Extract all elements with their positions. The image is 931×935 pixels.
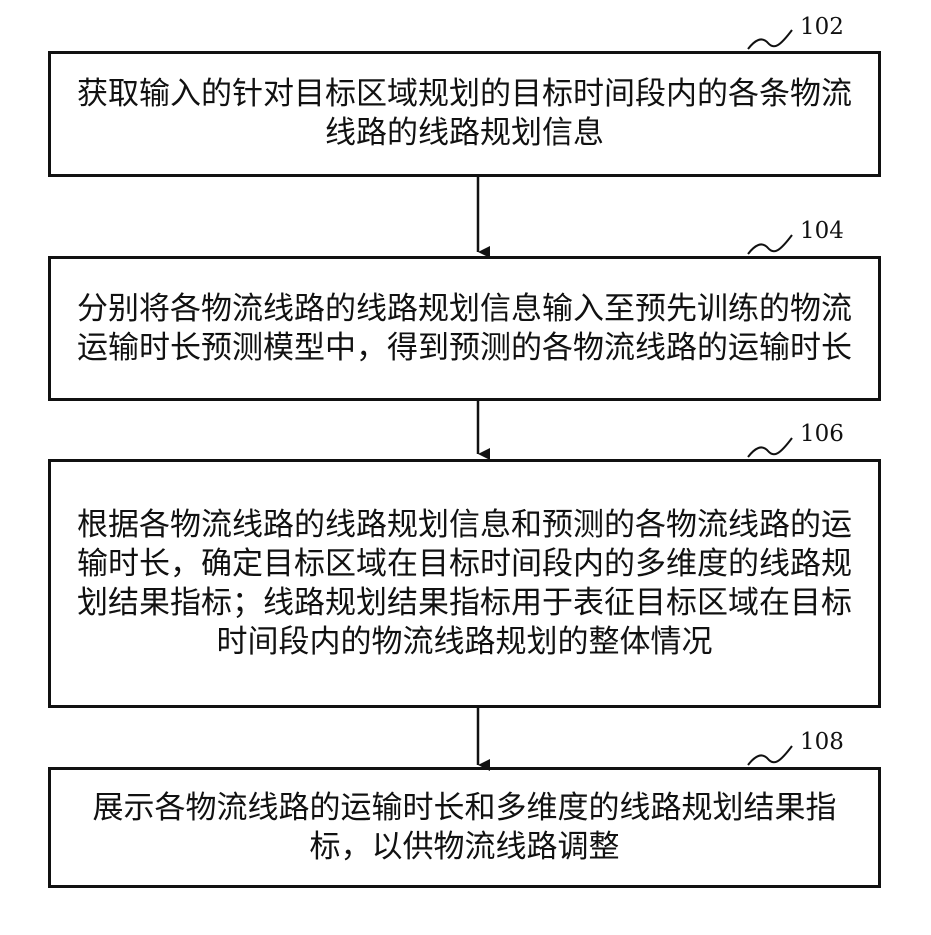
step-text-104: 分别将各物流线路的线路规划信息输入至预先训练的物流运输时长预测模型中，得到预测的… bbox=[69, 290, 860, 368]
leader-102 bbox=[748, 30, 792, 49]
step-label-106: 106 bbox=[800, 421, 844, 447]
step-box-106: 根据各物流线路的线路规划信息和预测的各物流线路的运输时长，确定目标区域在目标时间… bbox=[48, 459, 881, 708]
step-label-104: 104 bbox=[800, 218, 844, 244]
leader-108 bbox=[748, 746, 792, 765]
step-label-102: 102 bbox=[800, 14, 844, 40]
leader-104 bbox=[748, 235, 792, 254]
leader-106 bbox=[748, 438, 792, 457]
step-box-104: 分别将各物流线路的线路规划信息输入至预先训练的物流运输时长预测模型中，得到预测的… bbox=[48, 256, 881, 401]
step-text-102: 获取输入的针对目标区域规划的目标时间段内的各条物流线路的线路规划信息 bbox=[69, 75, 860, 153]
step-label-108: 108 bbox=[800, 729, 844, 755]
step-text-106: 根据各物流线路的线路规划信息和预测的各物流线路的运输时长，确定目标区域在目标时间… bbox=[69, 506, 860, 662]
step-box-108: 展示各物流线路的运输时长和多维度的线路规划结果指标，以供物流线路调整 bbox=[48, 767, 881, 888]
step-box-102: 获取输入的针对目标区域规划的目标时间段内的各条物流线路的线路规划信息 bbox=[48, 51, 881, 177]
step-text-108: 展示各物流线路的运输时长和多维度的线路规划结果指标，以供物流线路调整 bbox=[69, 789, 860, 867]
